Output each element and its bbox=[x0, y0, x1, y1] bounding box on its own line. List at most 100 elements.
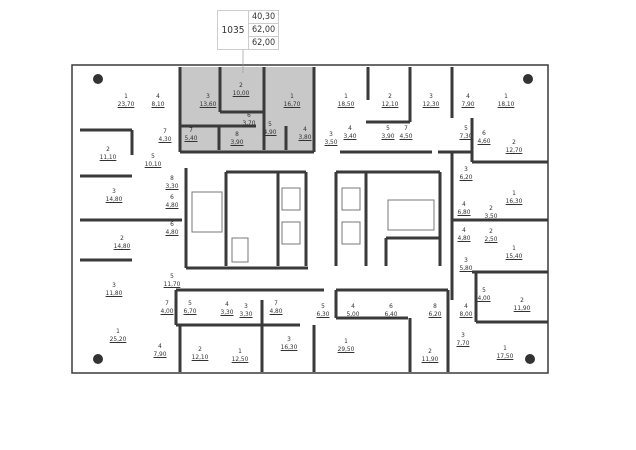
room-area: 18,50 bbox=[337, 100, 355, 108]
room-area: 4,80 bbox=[269, 307, 283, 315]
room-area: 12,70 bbox=[505, 146, 523, 154]
room-number: 2 bbox=[106, 145, 110, 153]
room-number: 3 bbox=[287, 335, 291, 343]
room-number: 8 bbox=[235, 130, 239, 138]
room-area: 16,70 bbox=[283, 100, 301, 108]
room-area: 10,00 bbox=[232, 89, 250, 97]
room-number: 2 bbox=[388, 92, 392, 100]
room-area: 6,70 bbox=[183, 307, 197, 315]
room-number: 2 bbox=[512, 138, 516, 146]
room-number: 4 bbox=[462, 226, 466, 234]
room-area: 2,50 bbox=[484, 235, 498, 243]
column-marker bbox=[523, 74, 533, 84]
room-number: 3 bbox=[112, 281, 116, 289]
room-number: 4 bbox=[303, 125, 307, 133]
room-number: 5 bbox=[464, 124, 468, 132]
room-number: 1 bbox=[238, 347, 242, 355]
room-area: 18,10 bbox=[497, 100, 515, 108]
room-area: 12,10 bbox=[381, 100, 399, 108]
room-area: 5,80 bbox=[459, 264, 473, 272]
room-area: 7,90 bbox=[153, 350, 167, 358]
room-area: 4,50 bbox=[399, 132, 413, 140]
room-number: 2 bbox=[520, 296, 524, 304]
room-number: 4 bbox=[466, 92, 470, 100]
room-area: 11,10 bbox=[99, 153, 117, 161]
room-area: 5,00 bbox=[346, 310, 360, 318]
room-number: 3 bbox=[461, 331, 465, 339]
room-number: 6 bbox=[170, 193, 174, 201]
room-number: 4 bbox=[351, 302, 355, 310]
room-area: 8,00 bbox=[459, 310, 473, 318]
room-area: 12,10 bbox=[191, 353, 209, 361]
room-number: 2 bbox=[489, 227, 493, 235]
room-number: 7 bbox=[274, 299, 278, 307]
room-number: 2 bbox=[120, 234, 124, 242]
room-number: 7 bbox=[189, 126, 193, 134]
room-area: 7,90 bbox=[461, 100, 475, 108]
room-area: 3,90 bbox=[230, 138, 244, 146]
room-area: 3,50 bbox=[484, 212, 498, 220]
room-area: 29,50 bbox=[337, 345, 355, 353]
room-area: 5,40 bbox=[184, 134, 198, 142]
room-area: 3,80 bbox=[298, 133, 312, 141]
room-number: 2 bbox=[428, 347, 432, 355]
highlighted-apartment[interactable] bbox=[180, 67, 314, 152]
room-area: 4,80 bbox=[165, 228, 179, 236]
room-area: 13,60 bbox=[199, 100, 217, 108]
room-area: 10,10 bbox=[144, 160, 162, 168]
room-number: 3 bbox=[206, 92, 210, 100]
room-number: 6 bbox=[247, 111, 251, 119]
room-area: 6,40 bbox=[384, 310, 398, 318]
room-area: 4,00 bbox=[477, 294, 491, 302]
room-area: 11,90 bbox=[421, 355, 439, 363]
room-number: 4 bbox=[464, 302, 468, 310]
room-area: 3,30 bbox=[165, 182, 179, 190]
room-number: 3 bbox=[429, 92, 433, 100]
room-number: 6 bbox=[389, 302, 393, 310]
room-number: 4 bbox=[462, 200, 466, 208]
room-area: 23,70 bbox=[117, 100, 135, 108]
room-number: 3 bbox=[112, 187, 116, 195]
room-area: 4,80 bbox=[165, 201, 179, 209]
room-area: 12,50 bbox=[231, 355, 249, 363]
apartment-number: 1035 bbox=[218, 11, 249, 49]
room-number: 1 bbox=[344, 337, 348, 345]
column-marker bbox=[93, 74, 103, 84]
room-area: 4,90 bbox=[263, 128, 277, 136]
room-number: 4 bbox=[225, 300, 229, 308]
room-number: 8 bbox=[170, 174, 174, 182]
